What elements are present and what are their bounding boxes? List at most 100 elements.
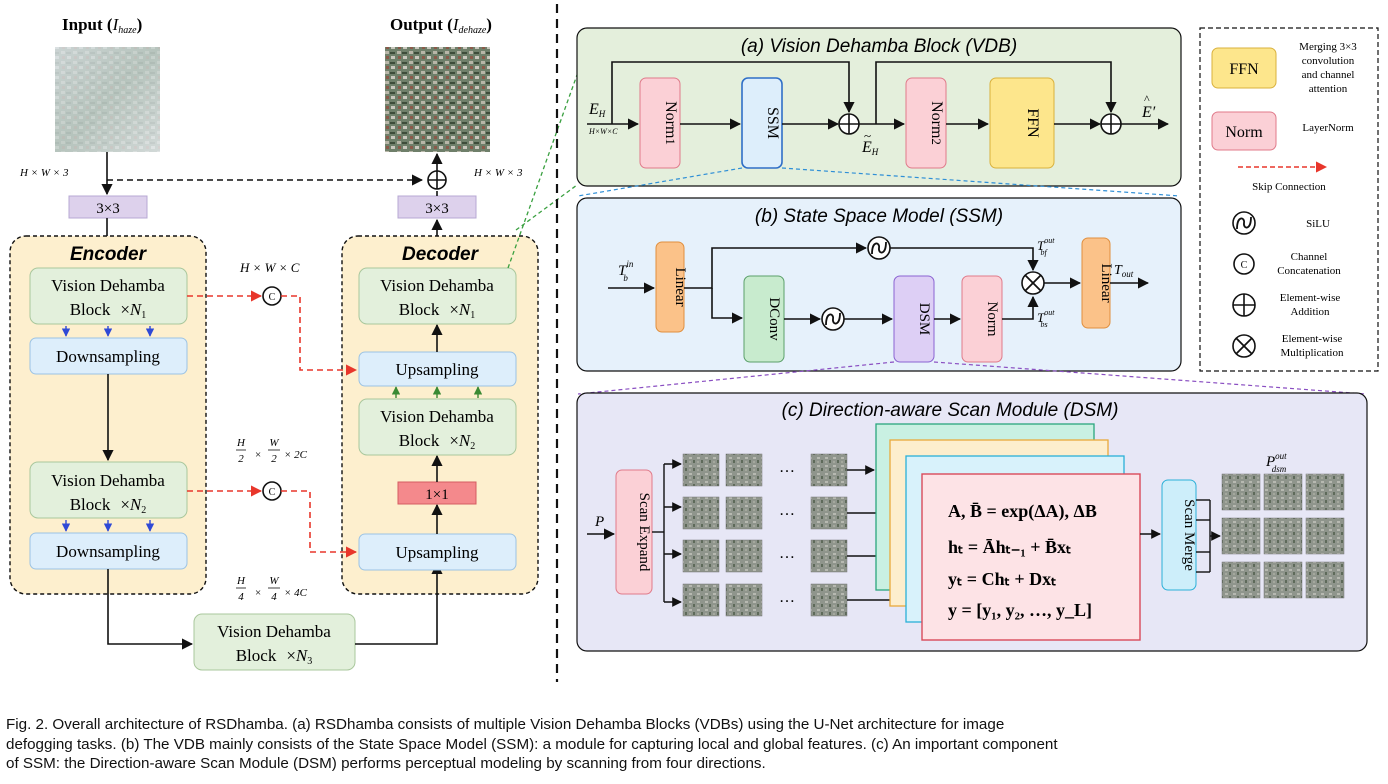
svg-text:Block×N3: Block×N3 [236, 646, 313, 667]
legend-norm: Norm LayerNorm [1211, 111, 1354, 151]
svg-text:4: 4 [271, 591, 277, 603]
equation-3: yₜ = Chₜ + Dxₜ [948, 569, 1056, 589]
equation-2: hₜ = Āhₜ₋₁ + B̄xₜ [948, 537, 1071, 557]
svg-text:×: × [255, 587, 261, 599]
svg-text:Norm: Norm [984, 302, 1000, 337]
svg-text:DConv: DConv [766, 297, 782, 341]
legend-concat: C Channel Concatenation [1233, 251, 1341, 277]
svg-text:× 2C: × 2C [284, 449, 308, 461]
svg-text:…: … [779, 502, 795, 519]
conv3x3-output-box: 3×3 [397, 195, 477, 219]
svg-text:H: H [236, 575, 246, 587]
dconv-box: DConv [743, 275, 785, 363]
svg-text:× 4C: × 4C [284, 587, 308, 599]
add-node-2 [1100, 113, 1122, 135]
decoder-upsampling-2: Upsampling [358, 533, 517, 571]
svg-text:Upsampling: Upsampling [395, 543, 479, 562]
legend-add: Element-wise Addition [1232, 292, 1341, 318]
dsm-box: DSM [893, 275, 935, 363]
e-out-label: E′ [1141, 104, 1156, 121]
svg-text:DSM: DSM [916, 303, 932, 336]
svg-text:SiLU: SiLU [1306, 218, 1330, 230]
svg-text:C: C [1241, 260, 1248, 271]
svg-text:Vision Dehamba: Vision Dehamba [217, 622, 331, 641]
svg-text:Norm1: Norm1 [662, 101, 679, 145]
silu-node-1 [867, 236, 891, 260]
svg-text:Vision Dehamba: Vision Dehamba [380, 407, 494, 426]
svg-text:H: H [236, 437, 246, 449]
panel-c-title: (c) Direction-aware Scan Module (DSM) [782, 400, 1119, 421]
svg-text:…: … [779, 545, 795, 562]
svg-text:2: 2 [271, 453, 277, 465]
legend-mul: Element-wise Multiplication [1232, 333, 1344, 359]
panel-c-dsm: (c) Direction-aware Scan Module (DSM) P … [576, 392, 1368, 652]
svg-text:Vision Dehamba: Vision Dehamba [380, 276, 494, 295]
svg-text:Multiplication: Multiplication [1281, 347, 1344, 359]
equation-4: y = [y₁, y₂, …, y_L] [948, 600, 1092, 620]
svg-text:Vision Dehamba: Vision Dehamba [51, 276, 165, 295]
norm2-box: Norm2 [905, 77, 947, 169]
eh-dim-label: H×W×C [588, 127, 618, 136]
eh-input-label: EH [588, 101, 606, 119]
panel-a-title: (a) Vision Dehamba Block (VDB) [741, 36, 1017, 57]
merged-output-grid [1221, 473, 1345, 599]
svg-text:Linear: Linear [1098, 263, 1114, 302]
caption-line-2: defogging tasks. (b) The VDB mainly cons… [6, 735, 1058, 753]
output-title: Output (Idehaze) [390, 15, 492, 36]
figure-caption: Fig. 2. Overall architecture of RSDhamba… [6, 715, 1382, 774]
eh-tilde-label: EH [861, 139, 879, 157]
svg-text:Element-wise: Element-wise [1280, 292, 1341, 304]
conv3x3-input-box: 3×3 [68, 195, 148, 219]
svg-text:Element-wise: Element-wise [1282, 333, 1343, 345]
svg-text:Scan Expand: Scan Expand [636, 493, 652, 572]
svg-text:attention: attention [1309, 83, 1348, 95]
linear-in-box: Linear [655, 241, 688, 333]
multiply-node [1021, 271, 1045, 295]
legend-silu: SiLU [1232, 211, 1330, 235]
encoder-downsampling-1: Downsampling [29, 337, 188, 375]
svg-text:C: C [269, 292, 276, 303]
p-input-label: P [594, 514, 604, 530]
encoder-title: Encoder [70, 244, 148, 265]
svg-text:LayerNorm: LayerNorm [1302, 122, 1354, 134]
norm-box-ssm: Norm [961, 275, 1003, 363]
ssm-box: SSM [741, 77, 783, 169]
add-node-1 [838, 113, 860, 135]
skip2-dim-label: H 2 × W 2 × 2C [236, 437, 308, 465]
svg-text:C: C [269, 487, 276, 498]
legend: FFN Merging 3×3 convolution and channel … [1199, 27, 1379, 372]
svg-text:FFN: FFN [1024, 108, 1041, 138]
scan-expand-box: Scan Expand [615, 469, 653, 595]
svg-text:×: × [255, 449, 261, 461]
conv1x1-box: 1×1 [397, 481, 477, 505]
input-title: Input (Ihaze) [62, 15, 142, 36]
svg-text:Merging 3×3: Merging 3×3 [1299, 41, 1357, 53]
svg-text:~: ~ [864, 128, 871, 143]
svg-text:W: W [269, 437, 279, 449]
svg-text:and channel: and channel [1302, 69, 1355, 81]
svg-text:2: 2 [238, 453, 244, 465]
encoder-vdb-block-2: Vision Dehamba Block×N2 [29, 461, 188, 519]
concat-icon [1233, 253, 1255, 275]
skip-connection-1: C H × W × C [187, 260, 358, 376]
svg-text:Vision Dehamba: Vision Dehamba [51, 471, 165, 490]
ssm-equation-card: A, B̄ = exp(ΔA), ΔB hₜ = Āhₜ₋₁ + B̄xₜ yₜ… [921, 473, 1141, 641]
svg-text:Block×N2: Block×N2 [70, 495, 147, 516]
panel-a-vdb: (a) Vision Dehamba Block (VDB) EH H×W×C … [576, 27, 1182, 187]
decoder-title: Decoder [402, 244, 480, 265]
input-hazy-image [55, 47, 160, 152]
svg-text:convolution: convolution [1302, 55, 1355, 67]
svg-text:^: ^ [1144, 92, 1150, 106]
caption-line-1: Fig. 2. Overall architecture of RSDhamba… [6, 716, 1005, 733]
equation-1: A, B̄ = exp(ΔA), ΔB [948, 501, 1097, 522]
t-out-label: Tout [1114, 263, 1134, 279]
input-dim-label: H × W × 3 [19, 167, 69, 179]
scan-merge-box: Scan Merge [1161, 479, 1197, 591]
svg-text:4: 4 [238, 591, 244, 603]
svg-text:Downsampling: Downsampling [56, 347, 160, 366]
svg-text:3×3: 3×3 [96, 201, 119, 217]
